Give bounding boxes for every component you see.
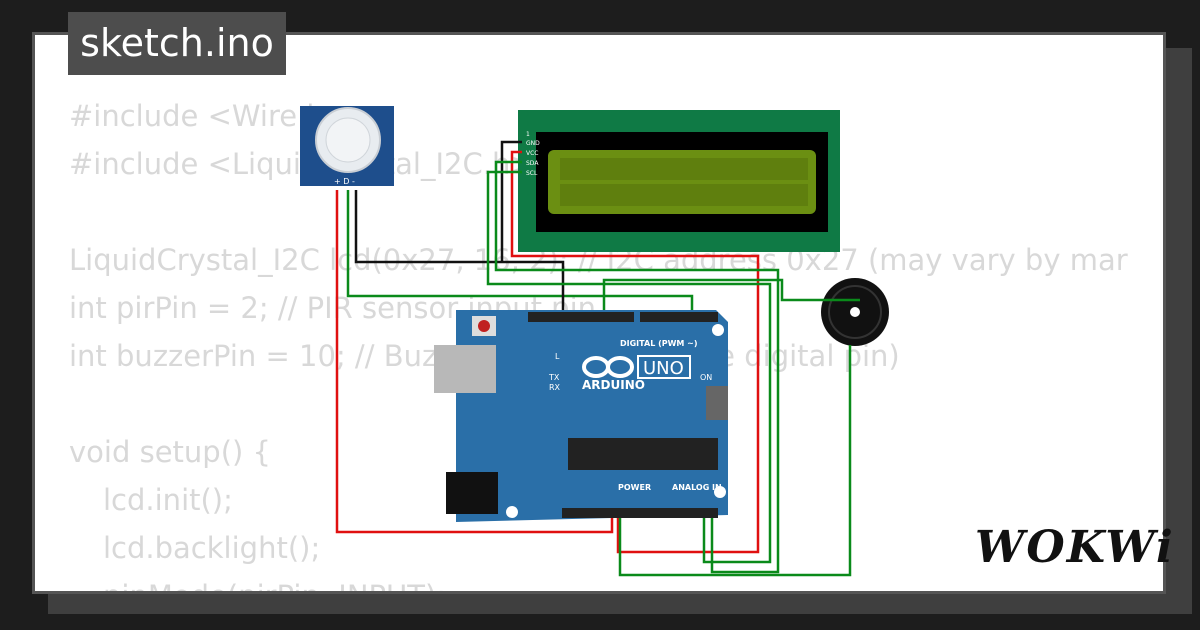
wire-buzzer-gnd <box>618 345 852 577</box>
pir-sensor[interactable]: + D - <box>300 106 394 186</box>
infinity-logo-icon <box>582 356 634 378</box>
arduino-uno-board[interactable]: DIGITAL (PWM ~) ARDUINO UNO ON L TX RX P… <box>434 310 728 522</box>
code-line: void setup() { <box>69 435 271 469</box>
lcd-pin-label: 1 <box>526 131 530 138</box>
lcd-pin-label: VCC <box>526 150 538 157</box>
board-model: UNO <box>643 358 684 379</box>
on-led-label: ON <box>700 373 712 382</box>
code-line: lcd.backlight(); <box>103 531 321 565</box>
rx-led-label: RX <box>549 383 561 392</box>
wire-lcd-sda <box>494 160 780 574</box>
wires <box>335 140 860 577</box>
wire-lcd-gnd <box>500 140 522 262</box>
filename-tab[interactable]: sketch.ino <box>68 12 286 75</box>
lcd-pin-label: SDA <box>526 160 539 167</box>
digital-label: DIGITAL (PWM ~) <box>620 339 698 348</box>
wokwi-logo: WOKWi <box>975 522 1175 573</box>
buzzer[interactable] <box>821 278 889 346</box>
wire-lcd-vcc <box>510 150 760 554</box>
power-label: POWER <box>618 483 651 492</box>
wire-buzzer-pin <box>602 278 860 318</box>
tx-led-label: TX <box>548 373 560 382</box>
wire-pir-data <box>346 190 694 318</box>
l-led-label: L <box>555 352 560 361</box>
pir-pin-labels: + D - <box>334 177 355 186</box>
wire-lcd-scl <box>486 170 772 564</box>
code-line: lcd.init(); <box>103 483 233 517</box>
analog-label: ANALOG IN <box>672 483 722 492</box>
lcd-pin-label: GND <box>526 140 540 147</box>
wire-pir-vcc <box>335 190 614 534</box>
lcd-display[interactable]: 1 GND VCC SDA SCL <box>518 110 840 252</box>
wire-pir-gnd <box>354 190 565 318</box>
arduino-brand: ARDUINO <box>582 378 645 392</box>
code-line: pinMode(pirPin, INPUT); <box>69 572 1163 591</box>
lcd-pin-label: SCL <box>526 170 538 177</box>
